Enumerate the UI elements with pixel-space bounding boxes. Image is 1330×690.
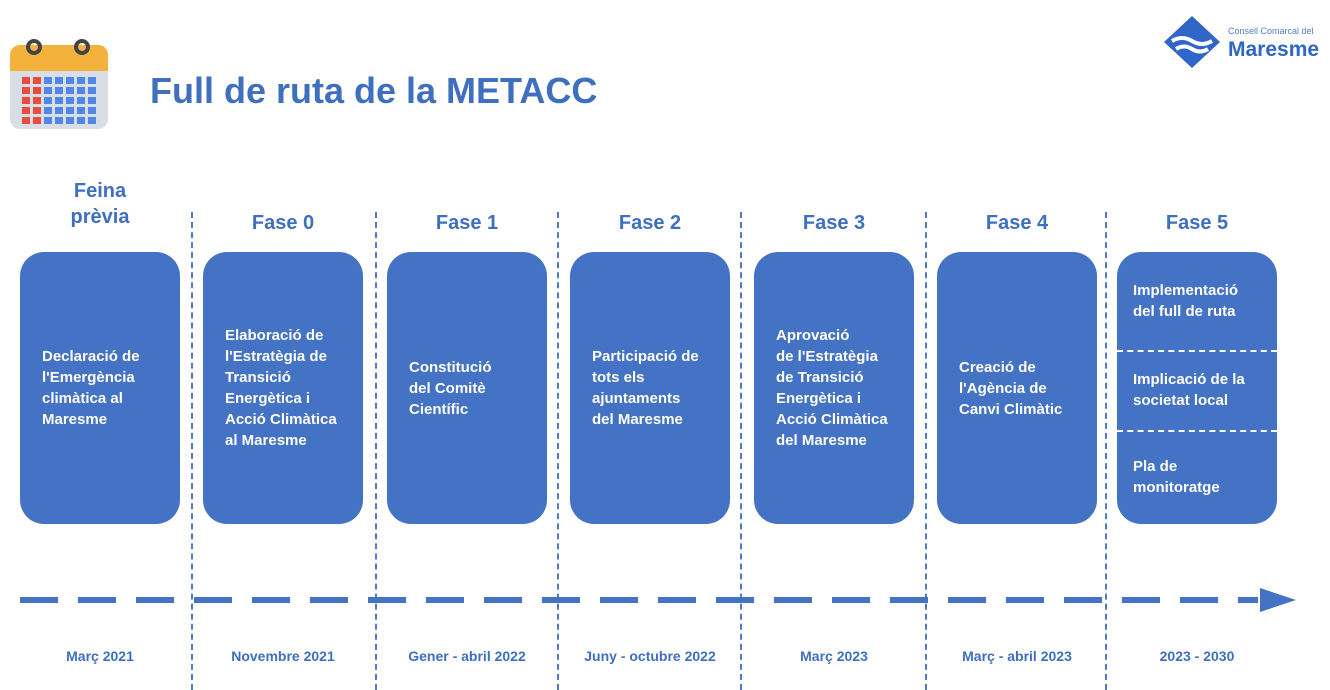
phase-box-line: climàtica al xyxy=(42,390,123,407)
phase-box-text: Creació de l'Agència de Canvi Climàtic xyxy=(959,357,1062,420)
phase-box-text: Participació de tots els ajuntaments del Ma… xyxy=(592,346,699,430)
phase-title-line: Fase 0 xyxy=(251,212,315,234)
phase-date: 2023 - 2030 xyxy=(1159,648,1235,664)
phase-divider xyxy=(925,212,927,690)
phase-date: Novembre 2021 xyxy=(231,648,335,664)
phase-divider xyxy=(740,212,742,690)
phase-box-text: Declaració de l'Emergència climàtica al Mar… xyxy=(42,346,140,430)
phase-box: Creació de l'Agència de Canvi Climàtic xyxy=(937,252,1097,524)
phase-segment-line: Implementació xyxy=(1133,282,1239,299)
phase-box-line: Creació de xyxy=(959,358,1036,376)
phase-title-line: Fase 1 xyxy=(435,212,499,234)
phase-segment: Implementació del full de ruta xyxy=(1117,252,1277,350)
phase-title-line: prèvia xyxy=(70,206,130,228)
phase-box-line: l'Emergència xyxy=(42,369,135,386)
phase-segment-line: Pla de xyxy=(1133,458,1178,475)
phase-box-line: l'Agència de xyxy=(959,379,1047,397)
maresme-logo-icon xyxy=(1164,16,1220,68)
phase-title: Fase 5 xyxy=(1116,210,1278,236)
consell-comarcal-logo: Consell Comarcal del Maresme xyxy=(1162,12,1330,72)
phase-box-line: Transició xyxy=(225,369,291,386)
phase-box-line: Participació de xyxy=(592,348,699,365)
phase-divider xyxy=(1105,212,1107,690)
phase-date: Març 2023 xyxy=(800,648,868,664)
phase-date: Juny - octubre 2022 xyxy=(584,648,716,664)
phase-title-line: Feina xyxy=(73,180,127,202)
phase-title: Fase 3 xyxy=(753,210,915,236)
phase-title: Feina prèvia xyxy=(19,178,181,230)
phase-segment-line: Implicació de la xyxy=(1133,371,1245,388)
logo-subtitle: Consell Comarcal del xyxy=(1228,26,1314,36)
phase-box-line: ajuntaments xyxy=(592,390,681,407)
phase-box-line: l'Estratègia de xyxy=(225,348,327,365)
phase-box-line: Maresme xyxy=(42,411,108,428)
phase-date: Gener - abril 2022 xyxy=(408,648,526,664)
phase-box-line: del Comitè xyxy=(409,379,486,397)
logo-name: Maresme xyxy=(1228,38,1320,61)
phase-box-line: Energètica i xyxy=(225,390,311,407)
phase-segment-line: monitoratge xyxy=(1133,479,1220,496)
phase-box: Declaració de l'Emergència climàtica al Mar… xyxy=(20,252,180,524)
phase-box: Participació de tots els ajuntaments del Ma… xyxy=(570,252,730,524)
timeline-arrow xyxy=(20,588,1296,612)
phase-title-line: Fase 4 xyxy=(985,212,1049,234)
segment-divider xyxy=(1117,350,1277,352)
calendar-icon xyxy=(8,35,110,131)
phase-title: Fase 2 xyxy=(569,210,731,236)
phase-box-line: tots els xyxy=(592,369,645,386)
phase-box-line: al Maresme xyxy=(225,432,307,449)
phase-title: Fase 0 xyxy=(202,210,364,236)
phase-segment: Pla de monitoratge xyxy=(1117,430,1277,524)
phase-box-line: Energètica i xyxy=(776,390,862,407)
phase-box-line: Acció Climàtica xyxy=(776,411,888,428)
phase-segment-line: societat local xyxy=(1133,392,1229,409)
phase-date: Març 2021 xyxy=(66,648,134,664)
phase-box-line: Constitució xyxy=(409,358,492,376)
phase-box-line: Elaboració de xyxy=(225,327,324,344)
phase-divider xyxy=(375,212,377,690)
phase-box-line: de Transició xyxy=(776,369,864,386)
phase-box-line: Canvi Climàtic xyxy=(959,400,1063,418)
phase-title-line: Fase 2 xyxy=(618,212,682,234)
phase-divider xyxy=(191,212,193,690)
phase-box-line: del Maresme xyxy=(776,432,867,449)
phase-title-line: Fase 3 xyxy=(802,212,866,234)
phase-divider xyxy=(557,212,559,690)
segment-divider xyxy=(1117,430,1277,432)
phase-box-line: Acció Climàtica xyxy=(225,411,337,428)
phase-title-line: Fase 5 xyxy=(1165,212,1229,234)
phase-box-line: Aprovació xyxy=(776,327,850,344)
phase-segment: Implicació de la societat local xyxy=(1117,350,1277,430)
phase-box-line: de l'Estratègia xyxy=(776,348,878,365)
phase-title: Fase 4 xyxy=(936,210,1098,236)
phase-box-line: del Maresme xyxy=(592,411,683,428)
phase-segment-line: del full de ruta xyxy=(1133,303,1236,320)
phase-box-line: Declaració de xyxy=(42,348,140,365)
phase-date: Març - abril 2023 xyxy=(962,648,1072,664)
phase-title: Fase 1 xyxy=(386,210,548,236)
page-title: Full de ruta de la METACC xyxy=(150,70,598,111)
phase-box-line: Científic xyxy=(409,400,469,418)
